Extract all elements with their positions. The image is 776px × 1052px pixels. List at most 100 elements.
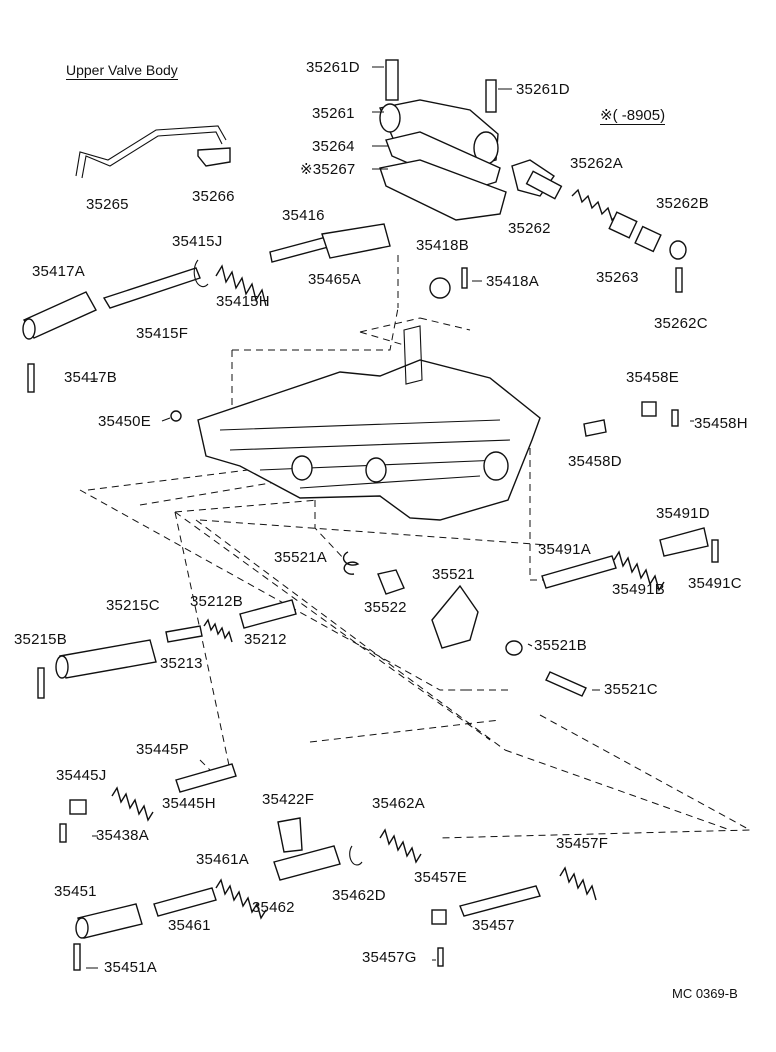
pin-35262C	[675, 267, 683, 293]
sleeve-35465A	[321, 223, 391, 259]
plug-35522	[377, 569, 405, 595]
part-label: 35262	[508, 220, 551, 237]
rod-35265	[75, 125, 227, 179]
accumulator-35521	[431, 584, 479, 649]
part-label: 35212B	[190, 593, 243, 610]
part-label: 35262A	[570, 155, 623, 172]
part-label: 35522	[364, 599, 407, 616]
spring-35462A	[379, 828, 422, 864]
part-label: 35418B	[416, 237, 469, 254]
pin-35215B	[37, 667, 45, 699]
part-label: 35261D	[516, 81, 570, 98]
plug-35418B	[429, 277, 451, 299]
pin-35418A	[461, 267, 468, 289]
plug-35263b	[634, 225, 662, 253]
part-label: 35265	[86, 196, 129, 213]
part-label: 35415J	[172, 233, 223, 250]
applicability-note: ※( -8905)	[600, 107, 666, 125]
spring-35445P	[111, 786, 154, 822]
ring-35462D	[349, 845, 363, 866]
part-label: 35521	[432, 566, 475, 583]
part-label: 35212	[244, 631, 287, 648]
valve-35491A	[541, 555, 617, 589]
part-label: 35457G	[362, 949, 417, 966]
plug-35445J	[69, 799, 87, 815]
part-label: 35263	[596, 269, 639, 286]
part-label: 35457E	[414, 869, 467, 886]
valve-35262	[511, 159, 563, 200]
part-label: 35422F	[262, 791, 315, 808]
plate-35267	[379, 159, 507, 221]
part-label: 35521C	[604, 681, 658, 698]
spring-35212B	[203, 618, 233, 643]
part-label: 35451	[54, 883, 97, 900]
part-label: 35491D	[656, 505, 710, 522]
part-label: 35462D	[332, 887, 386, 904]
sleeve-35451-end	[75, 917, 89, 939]
leader-lines	[86, 66, 694, 969]
part-label: 35415H	[216, 293, 270, 310]
valve-35415F	[102, 267, 201, 309]
pin-35451A	[73, 943, 81, 971]
part-label: 35215C	[106, 597, 160, 614]
part-label: 35262C	[654, 315, 708, 332]
part-label: 35462A	[372, 795, 425, 812]
ring-35521B	[505, 640, 523, 656]
valve-35445H	[175, 763, 237, 793]
part-label: 35461	[168, 917, 211, 934]
ball-35450E	[170, 410, 182, 422]
valve-35213	[165, 625, 203, 643]
sleeve-35417A	[22, 291, 97, 340]
spring-35461A	[215, 878, 267, 920]
part-label: 35213	[160, 655, 203, 672]
plug-35458E	[641, 401, 657, 417]
valve-35457	[459, 885, 541, 917]
valve-35212	[239, 599, 297, 629]
plate-35264	[385, 131, 501, 191]
part-label: 35458D	[568, 453, 622, 470]
sleeve-35491D	[659, 527, 709, 557]
part-label: 35417A	[32, 263, 85, 280]
bracket-35266	[197, 147, 231, 167]
spring-35457F	[559, 866, 597, 901]
pin-35417B	[27, 363, 35, 393]
part-label: 35261D	[306, 59, 360, 76]
part-label: 35261	[312, 105, 355, 122]
part-label: 35445H	[162, 795, 216, 812]
spring-35415H	[215, 264, 267, 307]
upper-valve-body	[197, 325, 541, 521]
part-label: 35438A	[96, 827, 149, 844]
part-label: 35451A	[104, 959, 157, 976]
part-label: ※35267	[300, 161, 356, 178]
sleeve-35215C	[59, 639, 157, 679]
pin-35457G	[437, 947, 444, 967]
part-label: 35521A	[274, 549, 327, 566]
part-label: 35461A	[196, 851, 249, 868]
part-label: 35215B	[14, 631, 67, 648]
part-label: 35416	[282, 207, 325, 224]
ball-35262B	[669, 240, 687, 260]
part-label: 35462	[252, 899, 295, 916]
part-label: 35264	[312, 138, 355, 155]
part-label: 35445J	[56, 767, 107, 784]
plug-35263	[608, 211, 638, 239]
spring-35491B	[613, 550, 665, 592]
bolt-35521C	[545, 671, 587, 697]
part-label: 35458E	[626, 369, 679, 386]
part-label: 35458H	[694, 415, 748, 432]
plug-35457E	[431, 909, 447, 925]
part-label: 35457F	[556, 835, 609, 852]
part-label: 35491A	[538, 541, 591, 558]
part-label: 35262B	[656, 195, 709, 212]
part-label: 35465A	[308, 271, 361, 288]
valve-35416	[269, 235, 333, 263]
ring-35415J	[193, 259, 209, 288]
part-label: 35450E	[98, 413, 151, 430]
spring-35521A	[342, 551, 360, 575]
clip-35422F	[277, 817, 303, 853]
pin-35458H	[671, 409, 679, 427]
valve-35462	[273, 845, 341, 881]
part-label: 35491B	[612, 581, 665, 598]
